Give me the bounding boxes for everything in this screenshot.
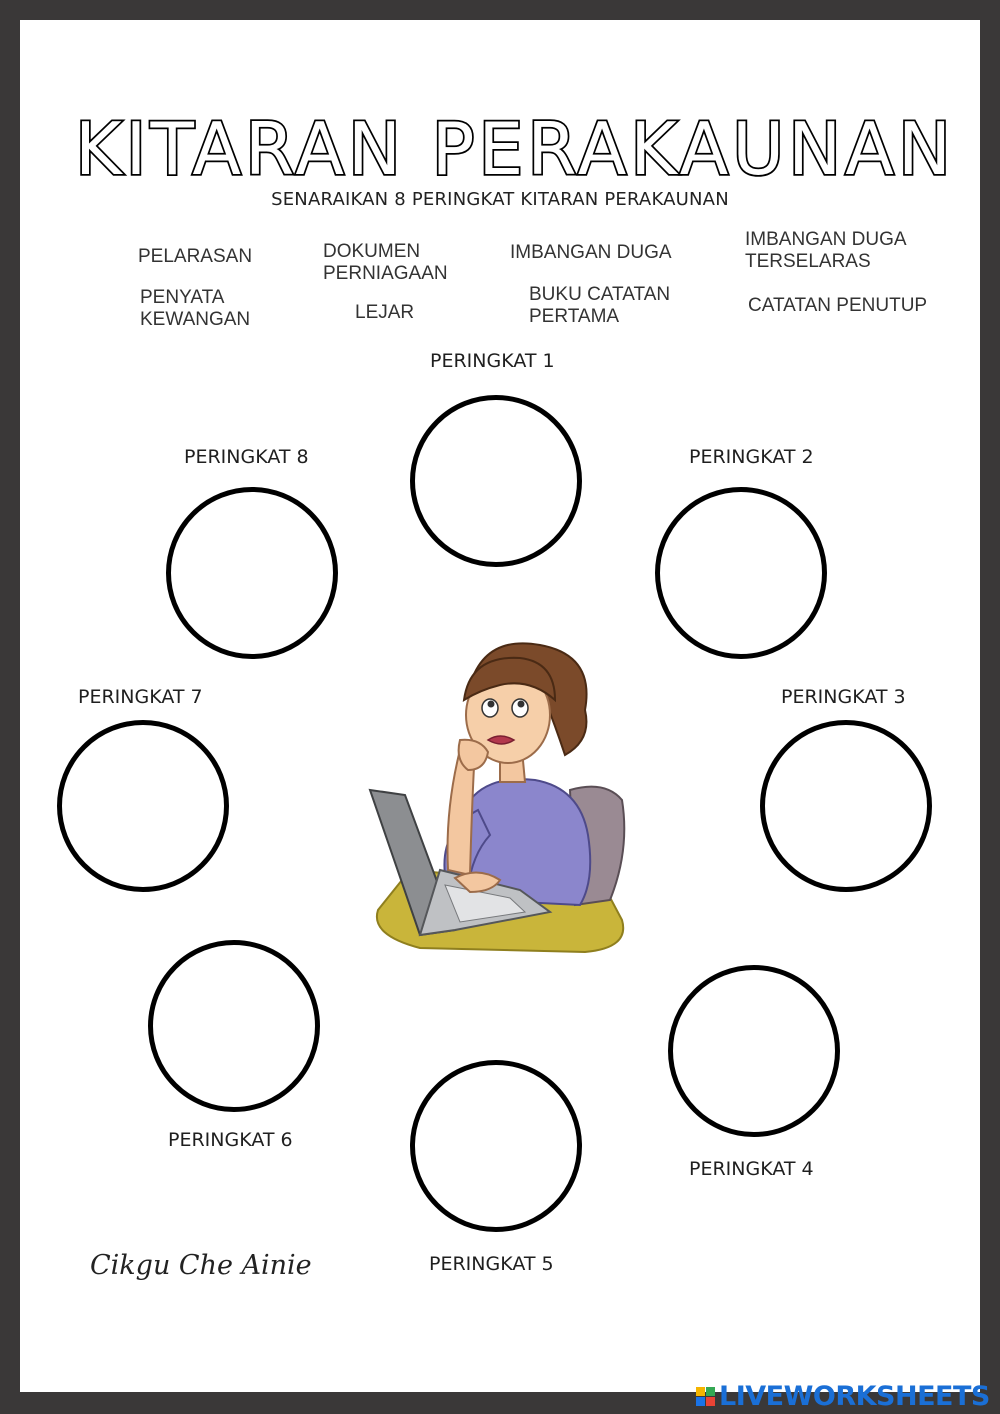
stage-label-3: PERINGKAT 3	[781, 686, 906, 708]
option-imbangan-duga-terselaras[interactable]: IMBANGAN DUGA TERSELARAS	[745, 229, 907, 272]
stage-1-drop-circle[interactable]	[410, 395, 582, 567]
stage-label-6: PERINGKAT 6	[168, 1129, 293, 1151]
stage-label-1: PERINGKAT 1	[430, 350, 555, 372]
option-lejar[interactable]: LEJAR	[355, 302, 415, 323]
stage-label-2: PERINGKAT 2	[689, 446, 814, 468]
stage-label-5: PERINGKAT 5	[429, 1253, 554, 1275]
woman-at-laptop-illustration	[360, 630, 640, 960]
option-penyata-kewangan[interactable]: PENYATA KEWANGAN	[140, 287, 251, 330]
page-title: KITARAN PERAKAUNAN	[0, 105, 1000, 193]
option-catatan-penutup[interactable]: CATATAN PENUTUP	[748, 295, 928, 316]
liveworksheets-logo-icon	[696, 1386, 715, 1406]
author-signature: Cikgu Che Ainie	[90, 1250, 312, 1281]
liveworksheets-logo[interactable]: LIVEWORKSHEETS	[696, 1380, 990, 1412]
instruction-text: SENARAIKAN 8 PERINGKAT KITARAN PERAKAUNA…	[271, 189, 729, 210]
stage-label-8: PERINGKAT 8	[184, 446, 309, 468]
stage-8-drop-circle[interactable]	[166, 487, 338, 659]
stage-2-drop-circle[interactable]	[655, 487, 827, 659]
stage-3-drop-circle[interactable]	[760, 720, 932, 892]
option-buku-catatan-pertama[interactable]: BUKU CATATAN PERTAMA	[529, 284, 671, 327]
stage-4-drop-circle[interactable]	[668, 965, 840, 1137]
option-imbangan-duga[interactable]: IMBANGAN DUGA	[510, 242, 672, 263]
stage-7-drop-circle[interactable]	[57, 720, 229, 892]
stage-label-7: PERINGKAT 7	[78, 686, 203, 708]
option-dokumen-perniagaan[interactable]: DOKUMEN PERNIAGAAN	[323, 241, 448, 284]
stage-6-drop-circle[interactable]	[148, 940, 320, 1112]
option-pelarasan[interactable]: PELARASAN	[138, 246, 253, 267]
stage-label-4: PERINGKAT 4	[689, 1158, 814, 1180]
stage-5-drop-circle[interactable]	[410, 1060, 582, 1232]
page-title-text: KITARAN PERAKAUNAN	[75, 108, 955, 188]
liveworksheets-text: LIVEWORKSHEETS	[719, 1380, 990, 1412]
